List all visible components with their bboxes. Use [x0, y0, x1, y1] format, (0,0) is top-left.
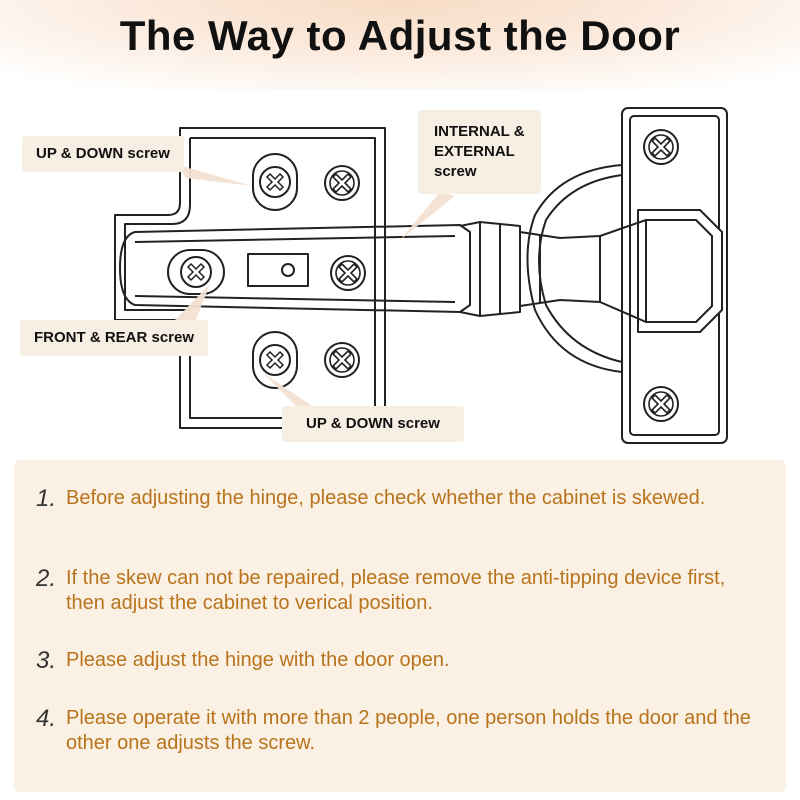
- page-title: The Way to Adjust the Door: [119, 12, 681, 59]
- callout-internal-line2: EXTERNAL: [434, 143, 515, 160]
- title-band: [0, 0, 800, 90]
- step-text: Please operate it with more than 2 peopl…: [66, 707, 751, 754]
- hinge-cup: [526, 164, 623, 373]
- hinge-arm: [119, 224, 471, 313]
- step-number: 1.: [36, 485, 57, 512]
- step-text: Please adjust the hinge with the door op…: [66, 649, 450, 671]
- step-number: 3.: [36, 647, 57, 674]
- callout-internal-line3: screw: [434, 163, 477, 180]
- step-number: 2.: [36, 565, 57, 592]
- callout-up-down-top: UP & DOWN screw: [22, 136, 184, 172]
- step-text: Before adjusting the hinge, please check…: [66, 487, 706, 509]
- mounting-plate: [114, 127, 386, 429]
- hinge-diagram: [114, 107, 728, 444]
- step-text: If the skew can not be repaired, please …: [66, 567, 726, 614]
- instructions-panel: 1. Before adjusting the hinge, please ch…: [14, 460, 786, 792]
- callout-internal-line1: INTERNAL &: [434, 123, 525, 140]
- callout-up-down-bottom: UP & DOWN screw: [282, 406, 464, 442]
- callout-front-rear: FRONT & REAR screw: [20, 320, 209, 356]
- callout-internal-external: INTERNAL & EXTERNAL screw: [418, 110, 541, 194]
- step-number: 4.: [36, 705, 57, 732]
